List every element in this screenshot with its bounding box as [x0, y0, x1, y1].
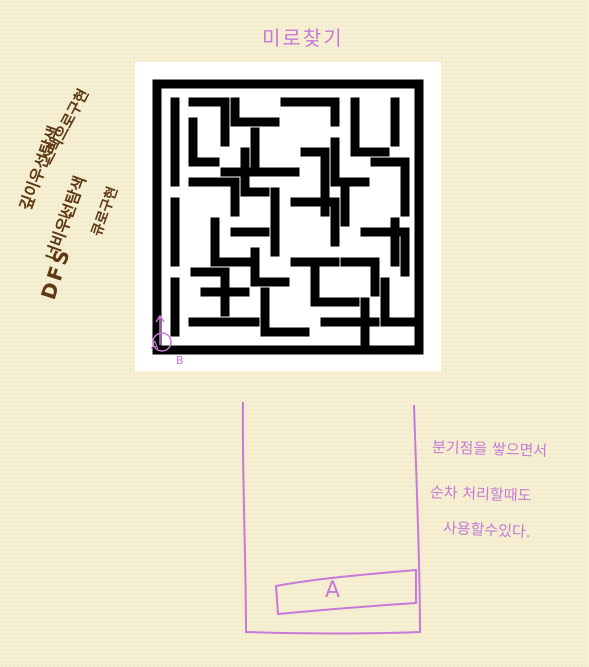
stack-item-label: A: [325, 578, 341, 603]
page-title: 미로찾기: [262, 26, 344, 50]
maze-start-label: A: [151, 339, 159, 352]
note-can-be-used: 사용할수있다.: [442, 518, 531, 542]
stack-item-box: [274, 568, 417, 616]
note-sequential-processing: 순차 처리할때도: [429, 483, 532, 505]
maze-panel: A B: [135, 62, 441, 371]
maze-image: A B: [135, 62, 441, 371]
note-branch-stacking: 분기점을 쌓으면서: [431, 437, 548, 461]
stack-container: [241, 401, 422, 635]
maze-end-label: B: [176, 354, 184, 367]
